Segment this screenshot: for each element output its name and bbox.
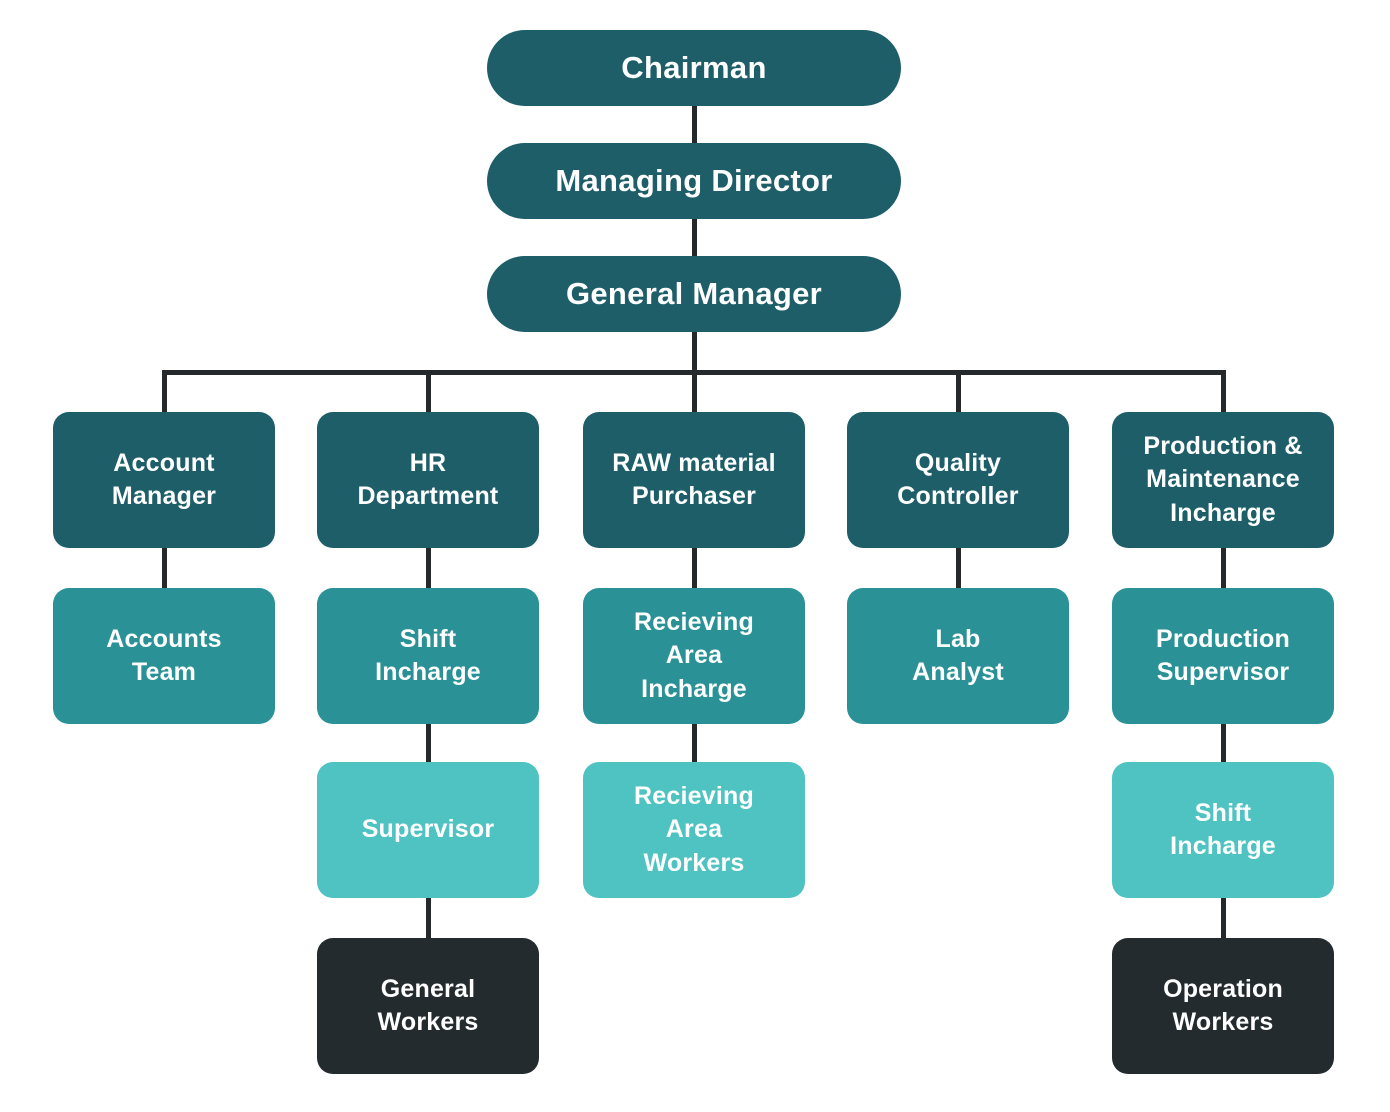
node-quality-controller: Quality Controller: [847, 412, 1069, 548]
node-shift-incharge-hr: Shift Incharge: [317, 588, 539, 724]
node-managing-director: Managing Director: [487, 143, 901, 219]
connector-gm-rail: [692, 330, 697, 375]
node-general-workers: General Workers: [317, 938, 539, 1074]
connector-production-incharge-production-supervisor: [1221, 546, 1226, 592]
connector-shift-incharge-operation-workers: [1221, 896, 1226, 942]
node-production-supervisor: Production Supervisor: [1112, 588, 1334, 724]
node-production-maintenance-incharge: Production & Maintenance Incharge: [1112, 412, 1334, 548]
node-raw-material-purchaser: RAW material Purchaser: [583, 412, 805, 548]
connector-production-supervisor-shift-incharge: [1221, 722, 1226, 766]
connector-rail-drop-production: [1221, 370, 1226, 417]
node-supervisor: Supervisor: [317, 762, 539, 898]
connector-recieving-incharge-recieving-workers: [692, 722, 697, 766]
connector-hr-shift-incharge: [426, 546, 431, 592]
connector-quality-lab-analyst: [956, 546, 961, 592]
node-lab-analyst: Lab Analyst: [847, 588, 1069, 724]
connector-rail-drop-accounts: [162, 370, 167, 417]
connector-rail-drop-raw-material: [692, 370, 697, 417]
connector-md-gm: [692, 217, 697, 260]
node-chairman: Chairman: [487, 30, 901, 106]
connector-raw-purchaser-recieving-incharge: [692, 546, 697, 592]
node-recieving-area-incharge: Recieving Area Incharge: [583, 588, 805, 724]
connector-chairman-md: [692, 104, 697, 147]
node-hr-department: HR Department: [317, 412, 539, 548]
node-general-manager: General Manager: [487, 256, 901, 332]
node-account-manager: Account Manager: [53, 412, 275, 548]
node-shift-incharge-production: Shift Incharge: [1112, 762, 1334, 898]
node-accounts-team: Accounts Team: [53, 588, 275, 724]
connector-rail-drop-quality: [956, 370, 961, 417]
connector-shift-incharge-supervisor: [426, 722, 431, 766]
connector-supervisor-general-workers: [426, 896, 431, 942]
connector-account-manager-accounts-team: [162, 546, 167, 592]
connector-rail-drop-hr: [426, 370, 431, 417]
node-recieving-area-workers: Recieving Area Workers: [583, 762, 805, 898]
node-operation-workers: Operation Workers: [1112, 938, 1334, 1074]
